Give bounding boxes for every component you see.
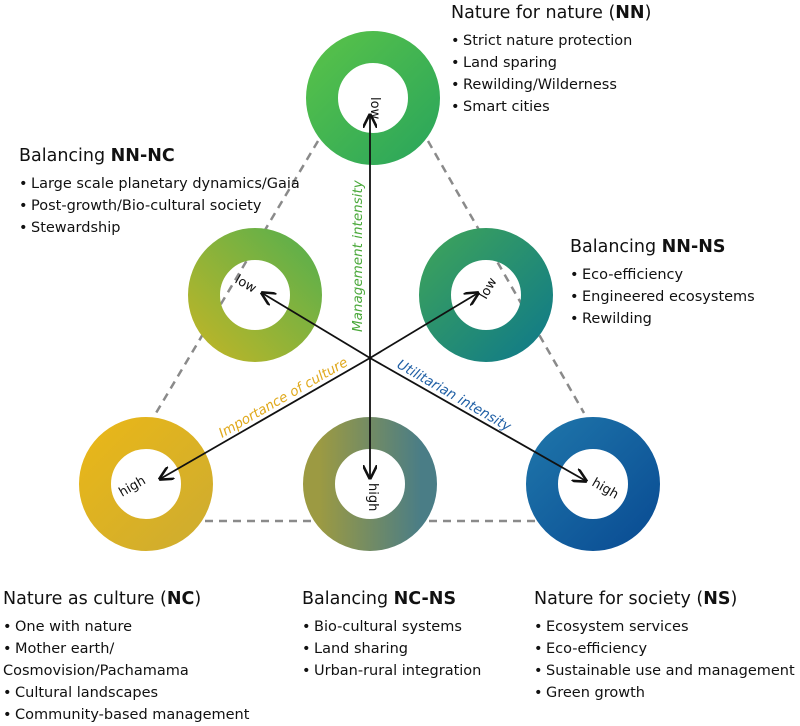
nn-low-label: low (367, 97, 382, 120)
list-item: Sustainable use and management (534, 660, 795, 682)
nn-ns-title: Balancing NN-NS (570, 237, 726, 257)
list-item: Stewardship (19, 217, 300, 239)
block-nature-for-society: Nature for society (NS) Ecosystem servic… (534, 588, 795, 704)
list-item: Rewilding/Wilderness (451, 74, 651, 96)
list-item: Mother earth/ (3, 638, 249, 660)
ring-nn (306, 31, 440, 165)
list-item: Engineered ecosystems (570, 286, 755, 308)
block-balancing-nn-ns: Balancing NN-NS Eco-efficiency Engineere… (570, 236, 755, 330)
ring-nc (79, 417, 213, 551)
list-item: One with nature (3, 616, 249, 638)
nc-ns-title: Balancing NC-NS (302, 589, 457, 609)
list-item: Ecosystem services (534, 616, 795, 638)
list-item: Post-growth/Bio-cultural society (19, 195, 300, 217)
management-axis-label: Management intensity (350, 179, 366, 332)
nn-nc-low-label: low (232, 272, 259, 296)
list-item: Strict nature protection (451, 30, 651, 52)
block-nature-as-culture: Nature as culture (NC) One with nature M… (3, 588, 249, 726)
nn-ns-list: Eco-efficiency Engineered ecosystems Rew… (570, 264, 755, 330)
axis-arrows (160, 115, 586, 481)
nc-ns-list: Bio-cultural systems Land sharing Urban-… (302, 616, 481, 682)
list-item: Green growth (534, 682, 795, 704)
nn-ns-low-label: low (476, 275, 500, 302)
nn-nc-title: Balancing NN-NC (19, 146, 175, 166)
nn-list: Strict nature protection Land sparing Re… (451, 30, 651, 118)
list-item: Rewilding (570, 308, 755, 330)
ring-ns (526, 417, 660, 551)
list-item: Land sharing (302, 638, 481, 660)
ns-high-label: high (589, 475, 621, 502)
dashed-triangle (154, 140, 586, 523)
block-balancing-nn-nc: Balancing NN-NC Large scale planetary dy… (19, 145, 300, 239)
nc-high-label: high (117, 473, 149, 500)
ns-list: Ecosystem services Eco-efficiency Sustai… (534, 616, 795, 704)
block-balancing-nc-ns: Balancing NC-NS Bio-cultural systems Lan… (302, 588, 481, 682)
utilitarian-arrow-low (369, 293, 478, 359)
culture-arrow-low (262, 293, 371, 359)
list-item: Bio-cultural systems (302, 616, 481, 638)
nc-title: Nature as culture (NC) (3, 589, 202, 609)
ns-title: Nature for society (NS) (534, 589, 738, 609)
list-item: Land sparing (451, 52, 651, 74)
nn-nc-list: Large scale planetary dynamics/Gaia Post… (19, 173, 300, 239)
nn-title: Nature for nature (NN) (451, 3, 652, 23)
nc-list: One with nature Mother earth/ Cosmovisio… (3, 616, 249, 726)
list-item: Eco-efficiency (570, 264, 755, 286)
list-item: Urban-rural integration (302, 660, 481, 682)
ring-nn-ns (419, 228, 553, 362)
list-item: Large scale planetary dynamics/Gaia (19, 173, 300, 195)
utilitarian-arrow-high (369, 357, 586, 481)
block-nature-for-nature: Nature for nature (NN) Strict nature pro… (451, 2, 651, 118)
list-item: Community-based management (3, 704, 249, 726)
culture-axis-label: Importance of culture (216, 354, 351, 441)
ring-nn-nc (188, 228, 322, 362)
list-item: Cosmovision/Pachamama (3, 663, 189, 679)
list-item: Cultural landscapes (3, 682, 249, 704)
nc-ns-high-label: high (365, 483, 380, 511)
culture-arrow-high (160, 357, 371, 479)
list-item: Smart cities (451, 96, 651, 118)
list-item: Eco-efficiency (534, 638, 795, 660)
utilitarian-axis-label: Utilitarian intensity (394, 357, 515, 436)
